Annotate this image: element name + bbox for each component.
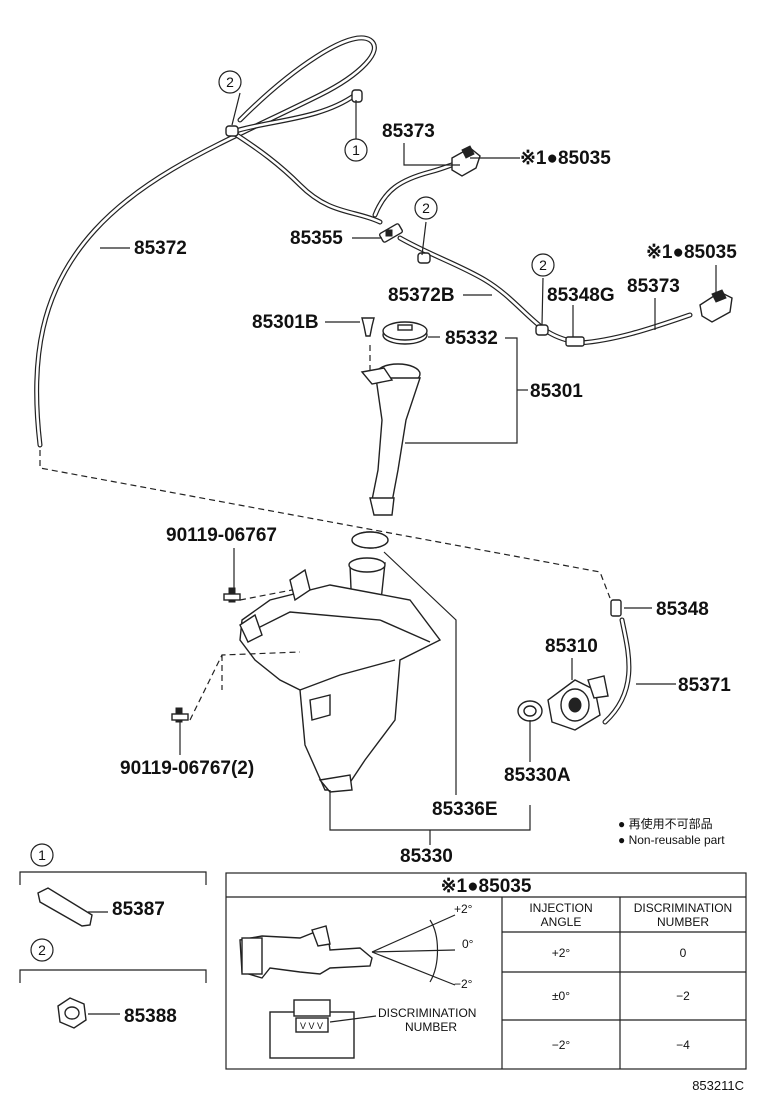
angle-zero-label: 0° — [462, 937, 474, 951]
figure-code: 853211C — [692, 1078, 744, 1093]
row-1-number: 0 — [680, 946, 687, 960]
svg-text:2: 2 — [539, 257, 547, 273]
label-85035-right: ※1●85035 — [646, 242, 737, 263]
legend-non-reusable-jp: ● 再使用不可部品 — [618, 816, 713, 831]
svg-text:2: 2 — [226, 74, 234, 90]
label-85372B: 85372B — [388, 285, 455, 306]
table-title: ※1●85035 — [441, 876, 532, 897]
svg-text:2: 2 — [38, 942, 46, 958]
row-2-number: −2 — [676, 989, 690, 1003]
label-85371: 85371 — [678, 675, 731, 696]
joint-85348G — [565, 336, 585, 347]
washer-pump-85310 — [547, 675, 609, 731]
hose-85371 — [602, 617, 632, 725]
label-85348G: 85348G — [547, 285, 615, 306]
label-85301B: 85301B — [252, 312, 319, 333]
callout-2-detail: 2 85388 — [19, 938, 207, 1029]
bolt-90119-top — [223, 587, 241, 603]
callout-2-b: 2 — [414, 196, 438, 220]
svg-text:2: 2 — [422, 200, 430, 216]
label-85388: 85388 — [124, 1006, 177, 1027]
label-85310: 85310 — [545, 636, 598, 657]
leader-lines — [100, 92, 717, 845]
discrimination-note-line2: NUMBER — [405, 1020, 457, 1034]
filler-neck-85301 — [360, 363, 421, 516]
svg-text:1: 1 — [352, 142, 360, 158]
row-2-angle: ±0° — [552, 989, 570, 1003]
angle-plus-label: +2° — [454, 902, 473, 916]
hose-85373-right — [577, 312, 693, 346]
callout-2-a: 2 — [218, 70, 242, 94]
label-85035-top: ※1●85035 — [520, 148, 611, 169]
legend-non-reusable-en: ● Non-reusable part — [618, 833, 725, 847]
clip-85301B — [361, 317, 375, 337]
callout-1-detail: 1 85387 — [19, 843, 207, 927]
label-85373-top: 85373 — [382, 121, 435, 142]
label-90119-top: 90119-06767 — [166, 525, 277, 546]
label-85348: 85348 — [656, 599, 709, 620]
label-85332: 85332 — [445, 328, 498, 349]
washer-tank-85330 — [239, 531, 442, 793]
row-1-angle: +2° — [552, 946, 571, 960]
label-85373-right: 85373 — [627, 276, 680, 297]
label-85355: 85355 — [290, 228, 343, 249]
label-85301: 85301 — [530, 381, 583, 402]
label-90119-bottom: 90119-06767(2) — [120, 758, 254, 779]
angle-minus-label: −2° — [454, 977, 473, 991]
bolt-90119-bottom — [171, 707, 189, 723]
nozzle-angle-table: ※1●85035 +2° 0° −2° V V V DISCRIMINATION… — [225, 872, 747, 1070]
label-85330: 85330 — [400, 846, 453, 867]
hose-clamps — [225, 89, 549, 336]
svg-text:V V V: V V V — [300, 1021, 323, 1031]
label-85387: 85387 — [112, 899, 165, 920]
joint-85348 — [610, 599, 622, 617]
col-discrimination-line2: NUMBER — [657, 915, 709, 929]
col-injection-line1: INJECTION — [529, 901, 592, 915]
grommet-85336E — [351, 531, 389, 549]
row-3-angle: −2° — [552, 1038, 571, 1052]
hose-85372 — [34, 35, 383, 448]
col-injection-line2: ANGLE — [541, 915, 582, 929]
label-85330A: 85330A — [504, 765, 571, 786]
callout-2-c: 2 — [531, 253, 555, 277]
label-85336E: 85336E — [432, 799, 498, 820]
grommet-85330A — [517, 700, 543, 722]
hose-85372B — [397, 235, 578, 345]
callout-1-a: 1 — [344, 138, 368, 162]
label-85372: 85372 — [134, 238, 187, 259]
nozzle-85035-top — [451, 145, 481, 177]
filler-cap-85332 — [382, 321, 428, 345]
discrimination-note-line1: DISCRIMINATION — [378, 1006, 476, 1020]
row-3-number: −4 — [676, 1038, 690, 1052]
col-discrimination-line1: DISCRIMINATION — [634, 901, 732, 915]
svg-text:1: 1 — [38, 847, 46, 863]
